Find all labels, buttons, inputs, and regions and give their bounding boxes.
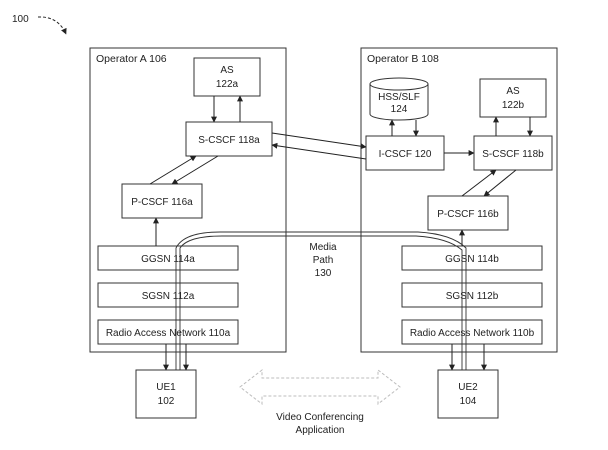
pcscf-b-to-scscf-b-arrow: [461, 169, 497, 197]
ran-b-box: [401, 319, 543, 345]
as-b-number: 122b: [502, 100, 525, 111]
sgsn-a-label: SGSN 112a: [142, 291, 195, 302]
video-conferencing-label-2: Application: [296, 425, 345, 436]
media-path-label-1: Media: [309, 242, 337, 253]
scscf-b-to-pcscf-b-arrow: [483, 169, 517, 197]
icscf-box: [365, 135, 445, 171]
pcscf-a-label: P-CSCF 116a: [131, 197, 193, 208]
ue2-number: 104: [460, 396, 477, 407]
scscf-a-to-icscf-arrow: [271, 132, 367, 150]
as-a-label: AS: [220, 65, 234, 76]
video-conferencing-double-arrow: [239, 368, 401, 406]
ggsn-b-box: [401, 245, 543, 271]
media-path-label-2: Path: [313, 255, 334, 266]
sgsn-b-label: SGSN 112b: [446, 291, 499, 302]
scscf-b-label: S-CSCF 118b: [482, 149, 544, 160]
scscf-a-box: [185, 121, 273, 157]
ggsn-b-label: GGSN 114b: [445, 254, 499, 265]
hss-label: HSS/SLF: [378, 92, 420, 103]
scscf-a-to-pcscf-a-arrow: [171, 155, 219, 185]
ue2-label: UE2: [458, 382, 478, 393]
as-a-box: [193, 57, 261, 97]
operator-a-label: Operator A 106: [96, 53, 167, 65]
as-b-label: AS: [506, 86, 520, 97]
ue1-box: [135, 369, 197, 419]
ue1-number: 102: [158, 396, 175, 407]
pcscf-a-box: [121, 183, 203, 219]
ggsn-a-box: [97, 245, 239, 271]
ran-b-label: Radio Access Network 110b: [410, 328, 535, 339]
ran-a-label: Radio Access Network 110a: [106, 328, 231, 339]
scscf-a-label: S-CSCF 118a: [198, 135, 260, 146]
figure-pointer-arrow: [37, 16, 67, 35]
ue1-label: UE1: [156, 382, 176, 393]
pcscf-b-label: P-CSCF 116b: [437, 209, 499, 220]
hss-number: 124: [391, 104, 408, 115]
as-a-number: 122a: [216, 79, 239, 90]
sgsn-a-box: [97, 282, 239, 308]
media-path-lines: [163, 231, 487, 371]
sgsn-b-box: [401, 282, 543, 308]
icscf-to-scscf-a-arrow: [271, 142, 367, 160]
ue2-box: [437, 369, 499, 419]
ggsn-a-label: GGSN 114a: [141, 254, 195, 265]
pcscf-a-to-scscf-a-arrow: [149, 155, 197, 185]
ran-a-box: [97, 319, 239, 345]
media-path-label-3: 130: [315, 268, 332, 279]
operator-b-label: Operator B 108: [367, 53, 439, 65]
media-path-label-bg: [300, 237, 346, 281]
as-b-box: [479, 78, 547, 118]
scscf-b-box: [473, 135, 553, 171]
figure-number: 100: [12, 14, 29, 25]
hss-database-icon: [369, 77, 429, 121]
video-conferencing-label-1: Video Conferencing: [276, 412, 364, 423]
pcscf-b-box: [427, 195, 509, 231]
icscf-label: I-CSCF 120: [379, 149, 432, 160]
